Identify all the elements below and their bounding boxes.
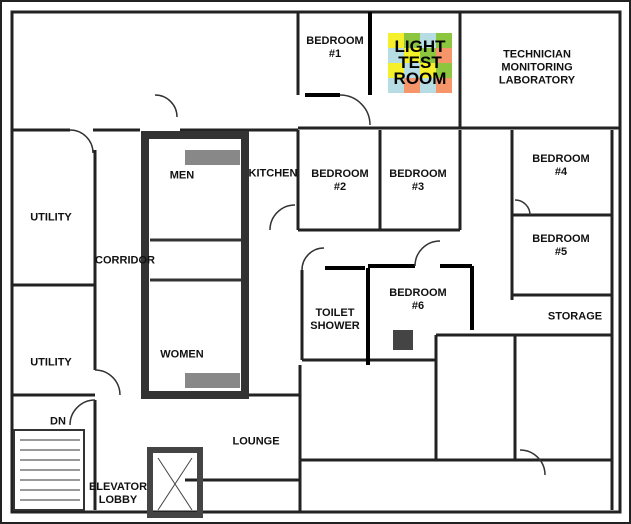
room-men: MEN <box>169 169 195 182</box>
stairs <box>13 429 85 511</box>
restroom-block <box>141 131 249 399</box>
room-storage: STORAGE <box>547 310 603 323</box>
room-utility-2: UTILITY <box>30 356 72 369</box>
room-bedroom-6: BEDROOM #6 <box>389 287 447 312</box>
light-grid-cell <box>436 78 452 93</box>
room-toilet-shower: TOILET SHOWER <box>310 307 360 332</box>
room-kitchen: KITCHEN <box>248 167 298 180</box>
light-grid-cell <box>420 48 436 63</box>
room-elevator-lobby: ELEVATOR LOBBY <box>88 481 148 506</box>
light-label: LIGHT <box>394 37 446 56</box>
light-grid-cell <box>420 33 436 48</box>
bedroom6-fixture <box>393 330 413 350</box>
light-grid-cell <box>420 63 436 78</box>
light-grid-cell <box>404 48 420 63</box>
room-bedroom-3: BEDROOM #3 <box>389 168 447 193</box>
test-label: TEST <box>398 53 442 72</box>
room-label: ROOM <box>393 69 447 88</box>
room-bedroom-5: BEDROOM #5 <box>532 233 590 258</box>
light-grid-cell <box>420 78 436 93</box>
light-grid-cell <box>404 33 420 48</box>
room-technician-lab: TECHNICIAN MONITORING LABORATORY <box>498 48 576 87</box>
room-women: WOMEN <box>160 348 204 361</box>
room-light-test: LIGHT TEST ROOM <box>393 37 447 88</box>
room-corridor: CORRIDOR <box>95 254 155 267</box>
light-grid-cell <box>388 78 404 93</box>
light-grid-cell <box>436 63 452 78</box>
room-bedroom-2: BEDROOM #2 <box>311 168 369 193</box>
light-grid-cell <box>388 63 404 78</box>
door-swings <box>69 94 546 476</box>
room-bedroom-4: BEDROOM #4 <box>532 153 590 178</box>
light-grid-cell <box>404 78 420 93</box>
light-grid-cell <box>436 33 452 48</box>
heavy-walls <box>305 12 474 365</box>
light-grid-cell <box>436 48 452 63</box>
elevator <box>147 447 203 518</box>
room-utility-1: UTILITY <box>30 211 72 224</box>
light-grid-cell <box>388 48 404 63</box>
light-grid-cell <box>404 63 420 78</box>
walls <box>10 10 622 514</box>
room-bedroom-1: BEDROOM #1 <box>306 35 364 60</box>
light-grid-cell <box>388 33 404 48</box>
light-test-grid <box>388 33 452 93</box>
stairs-down-label: DN <box>50 415 66 428</box>
room-lounge: LOUNGE <box>232 435 280 448</box>
